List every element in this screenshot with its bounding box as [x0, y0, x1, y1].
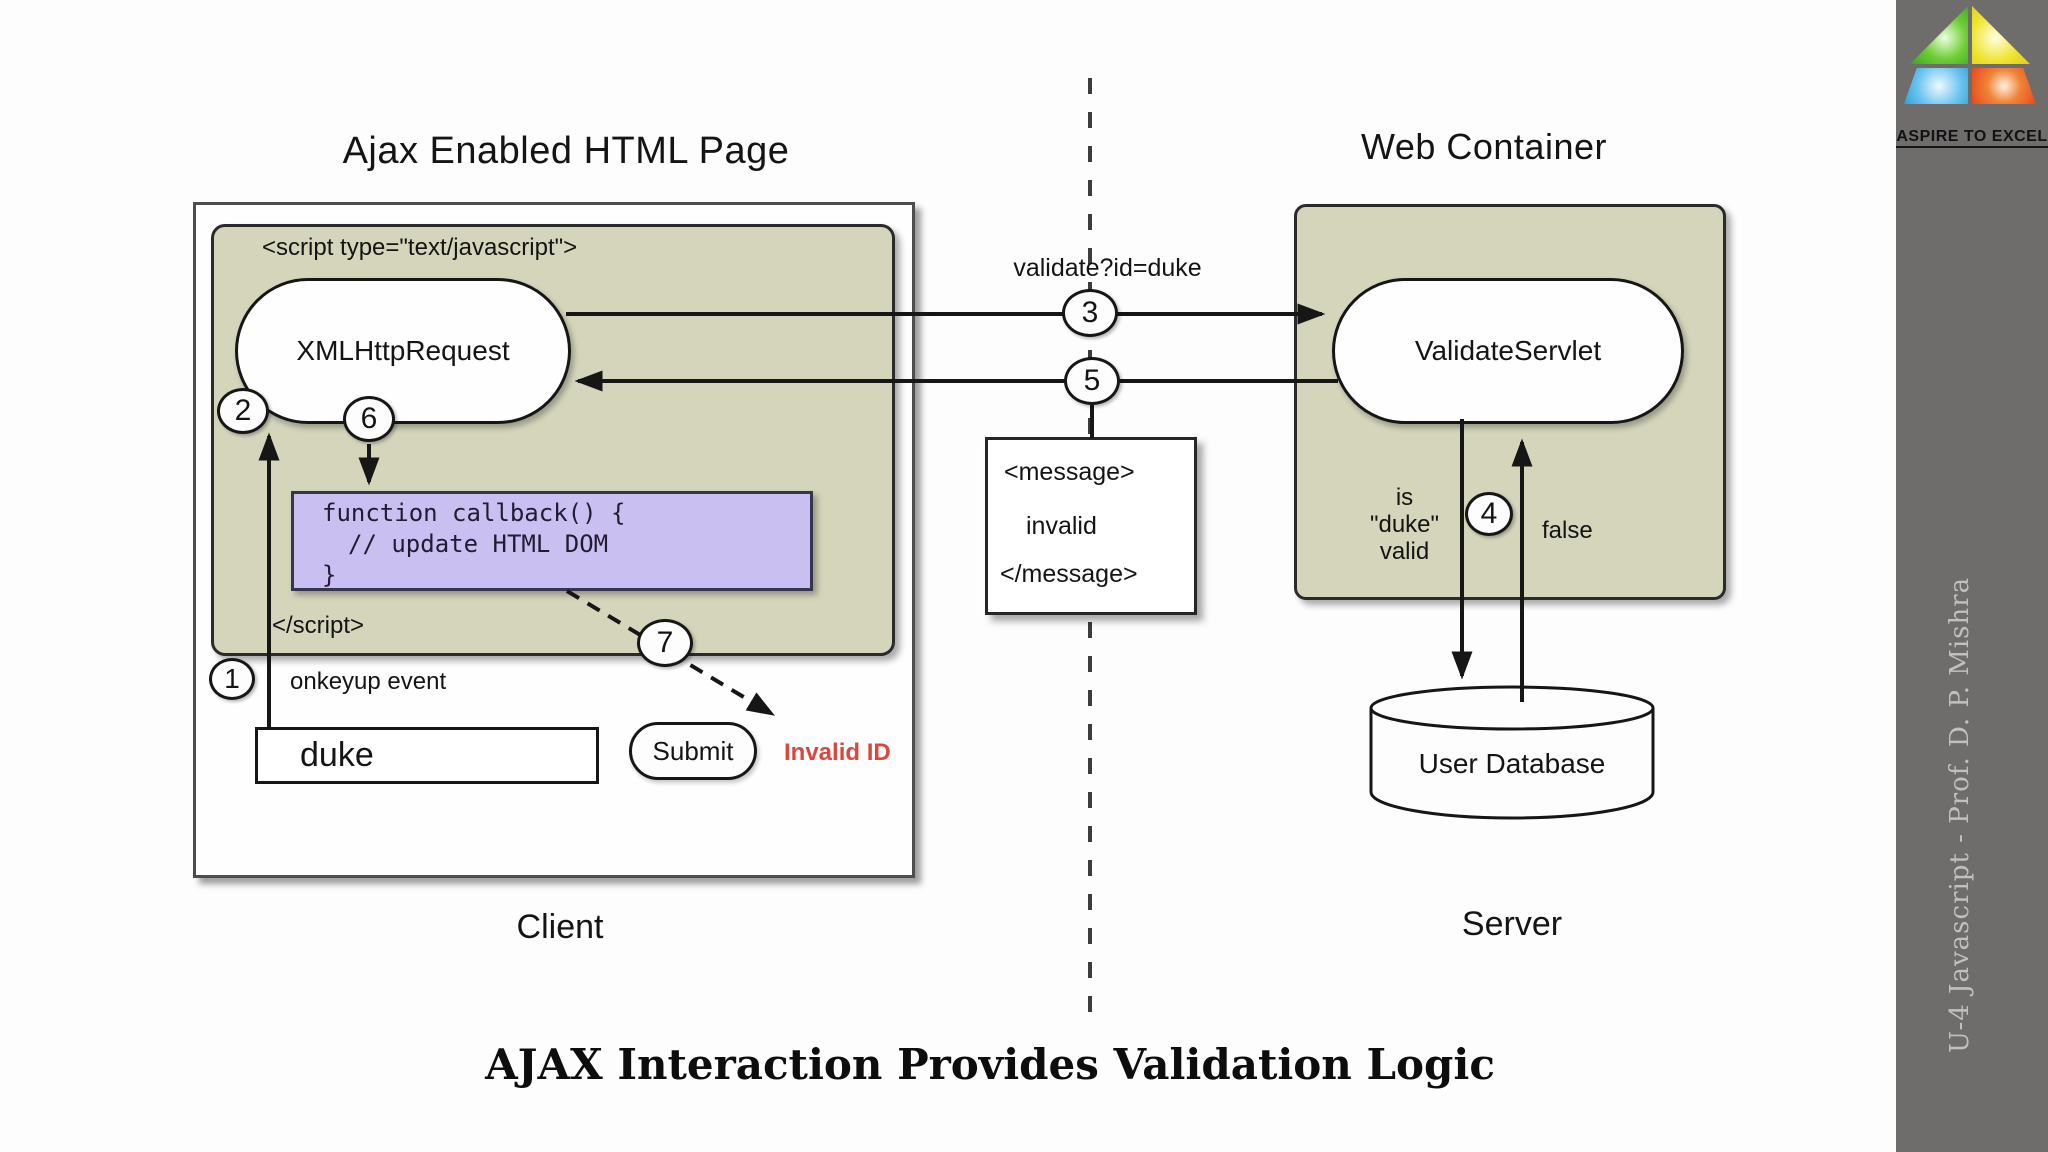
submit-button-label: Submit: [652, 735, 734, 766]
submit-button[interactable]: Submit: [629, 722, 757, 780]
web-container-title: Web Container: [1361, 126, 1607, 167]
logo-blue-trapezoid-icon: [1904, 68, 1968, 104]
message-open-tag: <message>: [1004, 458, 1135, 486]
user-database-label: User Database: [1418, 748, 1606, 779]
callback-code-box: function callback() { // update HTML DOM…: [291, 491, 813, 591]
script-close-tag: </script>: [272, 612, 365, 639]
sidebar: [1896, 0, 2048, 1152]
xml-message-box: <message> invalid </message>: [985, 437, 1197, 615]
validateservlet-node: ValidateServlet: [1332, 278, 1684, 424]
step-circle-6: 6: [343, 396, 395, 442]
message-close-tag: </message>: [1000, 560, 1138, 588]
client-page-title: Ajax Enabled HTML Page: [342, 130, 790, 172]
step-circle-2: 2: [217, 388, 269, 434]
logo-yellow-triangle-icon: [1972, 6, 2030, 64]
logo-motto: ASPIRE TO EXCEL: [1896, 128, 2048, 148]
xmlhttprequest-label: XMLHttpRequest: [296, 335, 510, 366]
slide-caption: AJAX Interaction Provides Validation Log…: [485, 1040, 1495, 1089]
step-circle-1: 1: [209, 658, 255, 700]
onkeyup-event-label: onkeyup event: [290, 668, 447, 695]
validateservlet-label: ValidateServlet: [1414, 335, 1602, 366]
step-circle-7: 7: [637, 619, 693, 667]
callback-code-line1: function callback() {: [322, 499, 626, 527]
script-open-tag: <script type="text/javascript">: [262, 234, 578, 261]
server-zone-caption: Server: [1461, 905, 1563, 943]
aspire-logo-icon: [1904, 6, 2040, 106]
id-input-value: duke: [300, 736, 374, 774]
step-circle-4: 4: [1465, 492, 1513, 536]
user-database-cylinder: [1369, 685, 1655, 820]
logo-green-triangle-icon: [1910, 6, 1968, 64]
course-credit-text: U-4 Javascript - Prof. D. P. Mishra: [1945, 576, 1975, 1054]
callback-code-line2: // update HTML DOM: [348, 530, 609, 558]
invalid-id-result-label: Invalid ID: [784, 739, 891, 766]
is-duke-valid-label: is "duke" valid: [1369, 484, 1440, 565]
validate-request-label: validate?id=duke: [1013, 254, 1202, 282]
false-result-label: false: [1542, 517, 1593, 544]
message-value: invalid: [1026, 512, 1097, 540]
step-circle-5: 5: [1064, 357, 1120, 405]
callback-code-line3: }: [322, 561, 337, 589]
id-input[interactable]: duke: [255, 727, 599, 784]
xmlhttprequest-node: XMLHttpRequest: [235, 278, 571, 424]
step-circle-3: 3: [1062, 289, 1118, 337]
client-zone-caption: Client: [516, 908, 604, 946]
logo-orange-trapezoid-icon: [1972, 68, 2036, 104]
